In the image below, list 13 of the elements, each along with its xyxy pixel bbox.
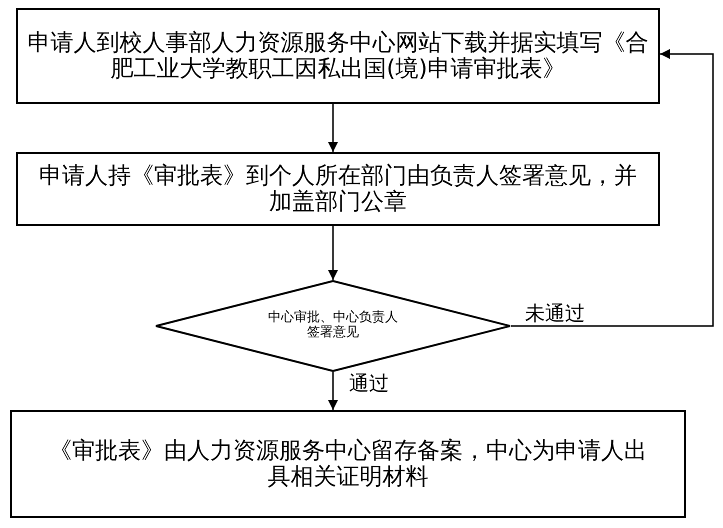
arrow	[328, 226, 338, 280]
node-text: 中心审批、中心负责人签署意见	[268, 311, 398, 341]
process-box	[16, 8, 660, 104]
arrow	[328, 104, 338, 152]
edge-label: 未通过	[523, 302, 587, 324]
node-text: 申请人持《审批表》到个人所在部门由负责人签署意见，并加盖部门公章	[38, 162, 638, 216]
arrow	[511, 49, 714, 327]
process-box	[16, 152, 660, 226]
node-text: 《审批表》由人力资源服务中心留存备案，中心为申请人出具相关证明材料	[48, 438, 648, 490]
edge-label: 通过	[347, 372, 391, 394]
process-box	[10, 410, 686, 518]
arrow	[328, 372, 338, 410]
node-text: 申请人到校人事部人力资源服务中心网站下载并据实填写《合肥工业大学教职工因私出国(境)申请审批表》	[26, 30, 650, 82]
